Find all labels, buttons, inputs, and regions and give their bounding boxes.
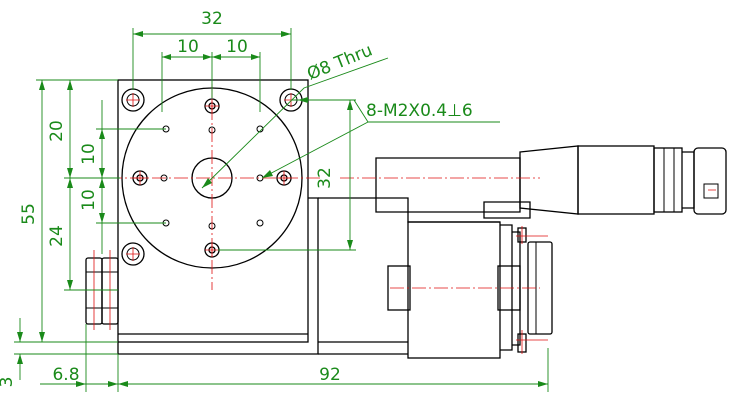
motor-window-left [387, 265, 411, 311]
callout-tapped-holes-text: 8-M2X0.4⊥6 [366, 101, 473, 121]
dim-left-24-arrow-b [67, 280, 73, 290]
housing-step [117, 197, 319, 355]
cable-housing [375, 157, 521, 213]
connector-ring-lines [663, 148, 675, 212]
dim-right-32-text: 32 [315, 167, 335, 189]
dim-left-24-text: 24 [47, 225, 67, 247]
connector-sleeve [519, 145, 579, 215]
dim-top-10-arrow-2 [203, 54, 212, 60]
dim-top-10-arrow-3 [212, 54, 221, 60]
dim-bottom-3-arrow-t [17, 332, 23, 342]
connector-body [577, 145, 655, 215]
cable-clamp [483, 201, 531, 219]
dim-left-10-arrow-1 [99, 129, 105, 139]
leader-tapped-holes [261, 99, 500, 179]
dim-left-10-arrow-4 [99, 213, 105, 223]
dim-left-10-lines [96, 100, 166, 254]
dim-top-10-arrow-4 [251, 54, 260, 60]
dim-top-10-left-text: 10 [177, 37, 199, 57]
screw-centerlines [516, 189, 716, 354]
corner-hole-bl [121, 242, 145, 266]
dim-left-10-arrow-3 [99, 178, 105, 188]
dim-right-32-arrow-b [347, 240, 353, 250]
dim-bottom-92-arrow-r [538, 381, 548, 387]
pin-hole-8 [256, 219, 264, 227]
dim-top-32-text: 32 [201, 9, 223, 29]
connector-ring [653, 147, 683, 213]
dim-top-32-lines [132, 28, 292, 90]
stage-body [85, 79, 727, 359]
dim-bottom-6-8-text: 6.8 [52, 365, 79, 385]
motor-base-lines [318, 341, 408, 355]
connector-key [703, 183, 719, 199]
dim-left-10b-text: 10 [79, 189, 99, 211]
dim-bottom-3-lines [14, 318, 118, 380]
dim-left-55-arrow-t [39, 80, 45, 90]
dim-bottom-92-arrow-l [118, 381, 128, 387]
dim-top-10-arrow-1 [162, 54, 171, 60]
dim-left-20-arrow-t [67, 80, 73, 90]
motor-window-right [497, 265, 521, 311]
dim-bottom-3-text: 3 [0, 377, 17, 388]
dim-left-10-arrow-2 [99, 168, 105, 178]
motor-end-cap-2 [512, 231, 521, 346]
leader-tapped-arrow-2 [262, 170, 273, 178]
dimension-lines [14, 28, 549, 392]
dim-left-24-arrow-t [67, 178, 73, 188]
dim-top-10-right-text: 10 [226, 37, 248, 57]
leader-thru-hole [201, 57, 389, 189]
dim-bottom-92-text: 92 [319, 365, 341, 385]
dim-bottom-6-8-arrow-r [108, 381, 118, 387]
center-lines [93, 84, 716, 354]
dim-top-10-lines [161, 52, 261, 112]
leader-tapped-arrow-1 [298, 97, 308, 103]
dim-left-20-arrow-b [67, 168, 73, 178]
dim-left-20-text: 20 [47, 120, 67, 142]
callout-thru-hole-text: Ø8 Thru [304, 40, 375, 84]
motor-block [407, 221, 501, 359]
dim-bottom-3-arrow-b [17, 354, 23, 364]
dim-bottom-6-8-arrow-l [76, 381, 86, 387]
dim-left-55-text: 55 [19, 203, 39, 225]
dim-bottom-92-lines [117, 348, 549, 392]
dim-top-32-arrow-l [133, 31, 143, 37]
dim-left-55-arrow-b [39, 332, 45, 342]
pin-hole-6 [256, 125, 264, 133]
motor-end-cap [500, 224, 513, 351]
connector-neck [682, 151, 695, 209]
stage-housing [117, 79, 309, 343]
dim-right-32-arrow-t [347, 100, 353, 110]
motor-top-edge [318, 197, 500, 223]
connector-plug [693, 147, 727, 215]
tapped-hole-crosshairs [133, 99, 291, 257]
dim-left-55-lines [36, 79, 118, 343]
leader-thru-hole-arrow [202, 178, 212, 188]
dim-left-10a-text: 10 [79, 143, 99, 165]
dim-top-32-arrow-r [281, 31, 291, 37]
